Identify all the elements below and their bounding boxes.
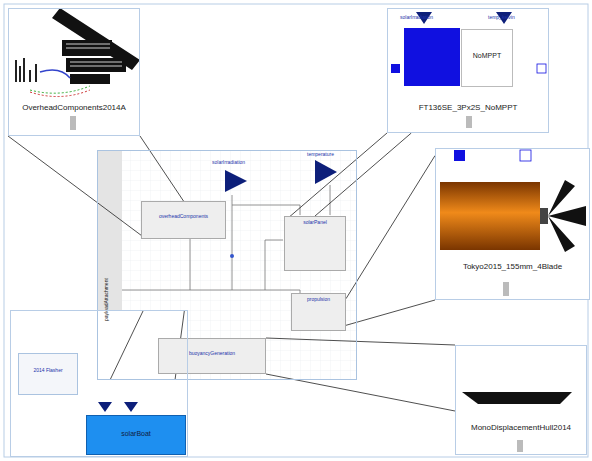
port-label: solarIrradiation (400, 15, 433, 21)
component-box: NoMPPT (461, 29, 513, 87)
component-label: propulsion (292, 297, 345, 303)
component-label: solarPanel (285, 220, 345, 226)
component-box: solarPanel (284, 216, 346, 271)
leader-line (266, 338, 455, 345)
port-label: temperature (307, 152, 334, 158)
component-label: OverheadComponents2014A (9, 104, 139, 113)
port-label: solarIrradiation (212, 160, 245, 166)
component-label: 2014 Flasher (19, 368, 77, 374)
component-box: overheadComponents (141, 201, 226, 239)
component-label: FT136SE_3Px2S_NoMPPT (388, 104, 548, 113)
component-box: OverheadComponents2014A (8, 8, 140, 136)
component-box: payloadAttachment overheadComponents solar… (97, 150, 357, 380)
port-label: temp_kelvin (488, 15, 515, 21)
component-label: payloadAttachment (104, 278, 110, 321)
component-box: 2014 Flasher solarBoat (10, 310, 188, 457)
component-label: overheadComponents (142, 214, 225, 220)
component-label: MonoDisplacementHull2014 (456, 424, 586, 433)
leader-line (346, 300, 435, 325)
component-label: NoMPPT (462, 52, 512, 60)
component-box: buoyancyGeneration (158, 338, 266, 374)
component-label: solarBoat (87, 430, 185, 438)
component-box: propulsion (291, 293, 346, 331)
leader-line (315, 133, 411, 216)
component-label: Tokyo2015_155mm_4Blade (436, 263, 589, 272)
component-box: solarBoat (86, 415, 186, 455)
component-box: MonoDisplacementHull2014 (455, 345, 587, 455)
leader-line (346, 156, 435, 299)
component-box: payloadAttachment (101, 151, 123, 381)
component-box: Tokyo2015_155mm_4Blade (435, 148, 590, 300)
leader-line (140, 136, 184, 201)
leader-line (110, 310, 144, 380)
component-label: buoyancyGeneration (159, 351, 265, 357)
component-box: FT136SE_3Px2S_NoMPPT NoMPPT (387, 8, 549, 133)
leader-line (284, 133, 387, 222)
component-box: 2014 Flasher (18, 353, 78, 395)
